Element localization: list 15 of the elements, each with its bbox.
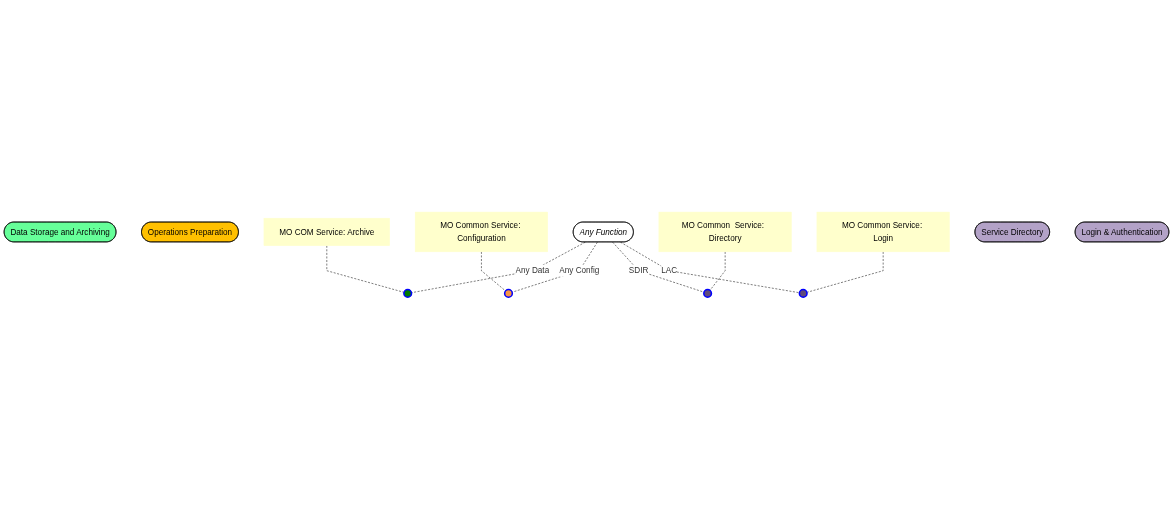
node-circle (798, 289, 808, 299)
edge-label: LAC (661, 266, 678, 276)
node-box: MO Common Service: Login (816, 212, 950, 253)
node-circle (503, 289, 514, 299)
node-box: MO Common Service: Configuration (414, 212, 548, 253)
connector (612, 242, 705, 293)
connector (511, 242, 598, 293)
edge-label: SDIR (628, 266, 649, 276)
node-box: MO COM Service: Archive (263, 218, 390, 247)
node-box: MO Common Service: Directory (658, 212, 792, 253)
edge-label: Any Data (515, 266, 550, 276)
node-circle (703, 289, 713, 299)
connector (620, 242, 800, 294)
edge-label: Any Config (559, 266, 600, 276)
node-circle (403, 289, 413, 299)
